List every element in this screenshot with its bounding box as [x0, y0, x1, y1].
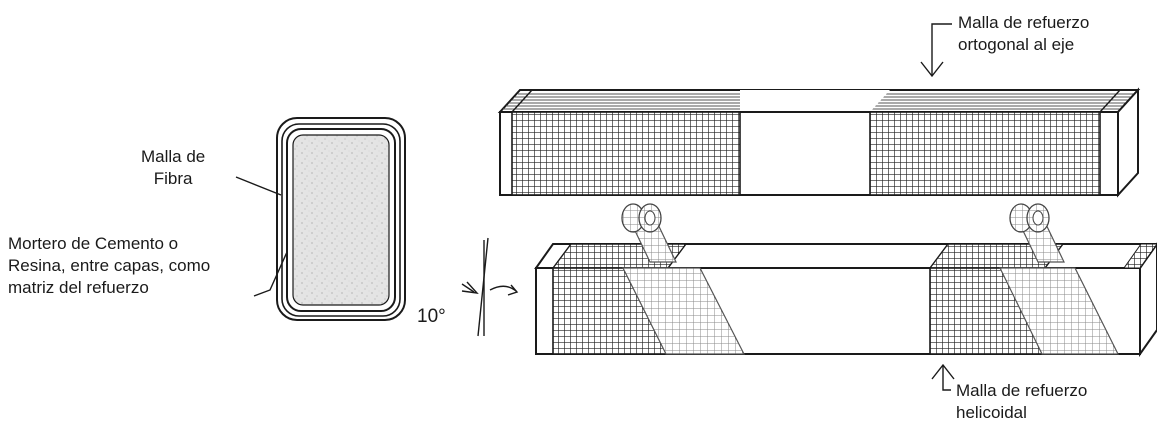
fiber-mesh-label-line-1: Malla de: [141, 146, 205, 168]
mortar-label-line-1: Mortero de Cemento o: [8, 233, 210, 255]
helical-mesh-label: Malla de refuerzo helicoidal: [956, 380, 1087, 424]
fiber-mesh-leader: [236, 177, 281, 195]
helical-mesh-label-line-2: helicoidal: [956, 402, 1087, 424]
cross-section: [277, 118, 405, 320]
orthogonal-mesh-label-line-1: Malla de refuerzo: [958, 12, 1089, 34]
orthogonal-mesh-left: [512, 112, 740, 195]
orthogonal-mesh-label-line-2: ortogonal al eje: [958, 34, 1089, 56]
orthogonal-mesh-arrow: [921, 24, 952, 76]
upper-beam: [500, 90, 1138, 195]
angle-indicator: [462, 238, 517, 336]
mortar-label-line-2: Resina, entre capas, como: [8, 255, 210, 277]
helical-mesh-label-line-1: Malla de refuerzo: [956, 380, 1087, 402]
fiber-mesh-label-line-2: Fibra: [141, 168, 205, 190]
fiber-mesh-label: Malla de Fibra: [141, 146, 205, 190]
helical-mesh-arrow: [932, 365, 954, 390]
orthogonal-mesh-label: Malla de refuerzo ortogonal al eje: [958, 12, 1089, 56]
orthogonal-mesh-right: [870, 112, 1100, 195]
concrete-core: [293, 135, 389, 305]
mortar-label: Mortero de Cemento o Resina, entre capas…: [8, 233, 210, 299]
angle-label: 10°: [417, 306, 446, 328]
mortar-label-line-3: matriz del refuerzo: [8, 277, 210, 299]
